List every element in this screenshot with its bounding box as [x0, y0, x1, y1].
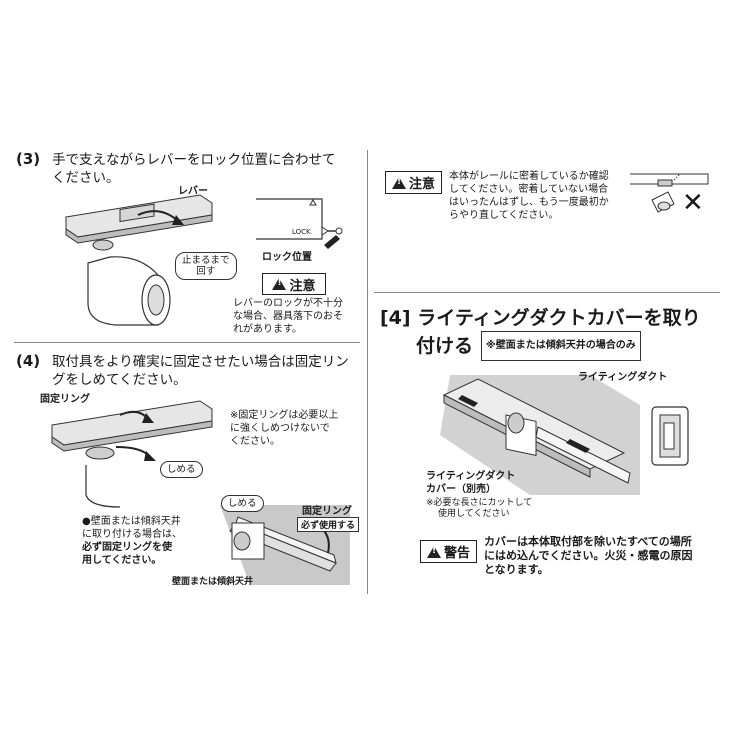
cut-note: ※必要な長さにカットして 使用してください	[426, 498, 533, 519]
cover-profile-icon	[651, 406, 689, 466]
duct-label: ライティングダクト	[578, 372, 668, 383]
wall-label: 壁面または傾斜天井	[172, 577, 254, 587]
must-use-label: 必ず使用する	[297, 517, 360, 532]
fixing-ring-label-2: 固定リング	[302, 506, 352, 517]
lock-small-label: LOCK	[292, 228, 311, 236]
rail-caution-text: 本体がレールに密着しているか確認 してください。密着していない場合 はいったんは…	[449, 171, 609, 221]
incorrect-x-icon: ✕	[682, 188, 704, 218]
fixing-ring-label: 固定リング	[40, 394, 90, 405]
duct-cover-label: ライティングダクト カバー（別売）	[426, 471, 516, 495]
wall-mount-note: ●壁面または傾斜天井 に取り付ける場合は、 必ず固定リングを使 用してください。	[82, 516, 182, 566]
warning-text: カバーは本体取付部を除いたすべての場所 にはめ込んでください。火災・感電の原因 …	[484, 535, 693, 576]
column-divider	[367, 150, 368, 594]
step3-fixture-illustration	[65, 194, 213, 326]
lock-position-label: ロック位置	[262, 252, 312, 263]
ring-note: ※固定リングは必要以上 に強くしめつけないで ください。	[230, 410, 339, 447]
tighten-bubble: しめる	[160, 461, 203, 478]
rotate-until-stop-bubble: 止まるまで 回す	[175, 252, 237, 280]
step3-number: (3)	[16, 150, 41, 168]
warning-triangle-icon	[391, 176, 406, 189]
step3-instruction: 手で支えながらレバーをロック位置に合わせて ください。	[52, 152, 336, 186]
section4-title: [4] ライティングダクトカバーを取り 付ける ※壁面または傾斜天井の場合のみ	[380, 305, 701, 361]
title-note: ※壁面または傾斜天井の場合のみ	[481, 331, 641, 361]
warning-box: 警告	[420, 540, 477, 563]
lock-detail-illustration	[256, 198, 343, 249]
step4-instruction: 取付具をより確実に固定させたい場合は固定リン グをしめてください。	[52, 354, 349, 388]
step4-fixture-illustration	[51, 400, 213, 508]
tighten-bubble-2: しめる	[221, 495, 264, 512]
step4-number: (4)	[16, 352, 41, 370]
rail-caution-box: 注意	[385, 171, 442, 194]
right-section-divider	[374, 292, 720, 293]
lever-label: レバー	[178, 186, 208, 197]
warning-triangle-icon	[272, 278, 287, 290]
left-section-divider	[14, 342, 360, 343]
step3-caution-text: レバーのロックが不十分 な場合、器具落下のおそ れがあります。	[233, 298, 343, 335]
duct-cover-illustration	[440, 375, 640, 495]
warning-triangle-icon	[426, 545, 441, 558]
step3-caution-box: 注意	[262, 273, 326, 295]
rail-gap-illustration	[630, 173, 709, 213]
